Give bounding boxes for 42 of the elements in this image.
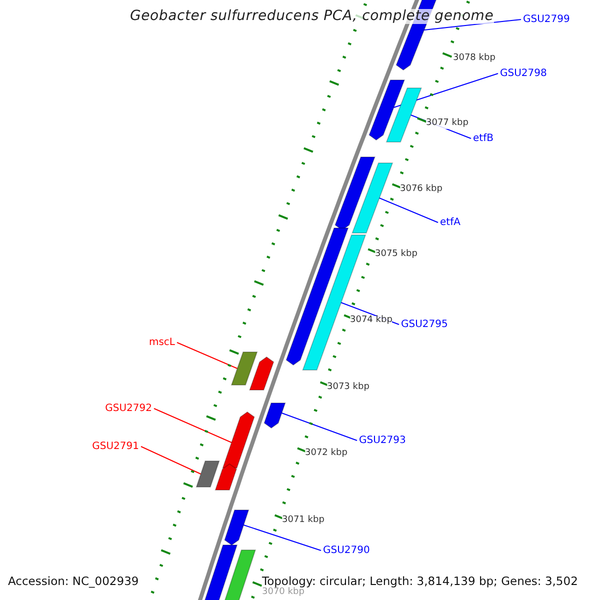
- gene-feature: [352, 162, 394, 234]
- gene-label: GSU2791: [92, 441, 139, 452]
- scale-label: 3078 kbp: [453, 54, 496, 64]
- gene-feature: [196, 460, 220, 488]
- gene-label: mscL: [148, 337, 175, 348]
- gene-label: GSU2795: [401, 319, 448, 330]
- gene-feature: [222, 550, 256, 600]
- gene-feature: [222, 411, 255, 468]
- gene-feature: [202, 544, 238, 600]
- gene-label: GSU2792: [105, 403, 152, 414]
- leader-line: [281, 412, 358, 441]
- leader-line: [140, 446, 202, 474]
- topology-text: Topology: circular; Length: 3,814,139 bp; Genes: 3,502: [262, 575, 578, 588]
- leader-line: [154, 408, 232, 443]
- gene-label: etfA: [440, 217, 460, 228]
- scale-label: 3072 kbp: [305, 449, 348, 459]
- gene-feature: [230, 352, 258, 386]
- scale-label: 3071 kbp: [282, 516, 324, 526]
- gene-feature: [264, 402, 286, 429]
- gene-label: GSU2798: [500, 68, 547, 79]
- scale-label: 3077 kbp: [426, 119, 468, 129]
- leader-line: [424, 19, 522, 30]
- leader-line: [243, 524, 322, 551]
- scale-label: 3075 kbp: [375, 250, 418, 260]
- gene-feature: [286, 228, 349, 366]
- gene-label: etfB: [473, 133, 494, 144]
- gene-feature: [214, 463, 238, 490]
- gene-label: GSU2790: [323, 545, 370, 556]
- gene-feature: [224, 510, 250, 546]
- gene-label: GSU2793: [359, 435, 406, 446]
- leader-line: [378, 198, 438, 223]
- gene-feature: [368, 80, 406, 141]
- diagram-title: Geobacter sulfurreducens PCA, complete genome: [130, 9, 494, 24]
- leader-line: [176, 342, 238, 369]
- scale-label: 3070 kbp: [262, 588, 304, 598]
- scale-label: 3073 kbp: [327, 383, 370, 393]
- scale-label: 3076 kbp: [400, 185, 442, 195]
- scale-label: 3074 kbp: [350, 316, 392, 326]
- gene-feature: [386, 88, 422, 142]
- gene-feature: [249, 356, 274, 390]
- accession-text: Accession: NC_002939: [8, 575, 139, 588]
- gene-label: GSU2799: [523, 14, 570, 25]
